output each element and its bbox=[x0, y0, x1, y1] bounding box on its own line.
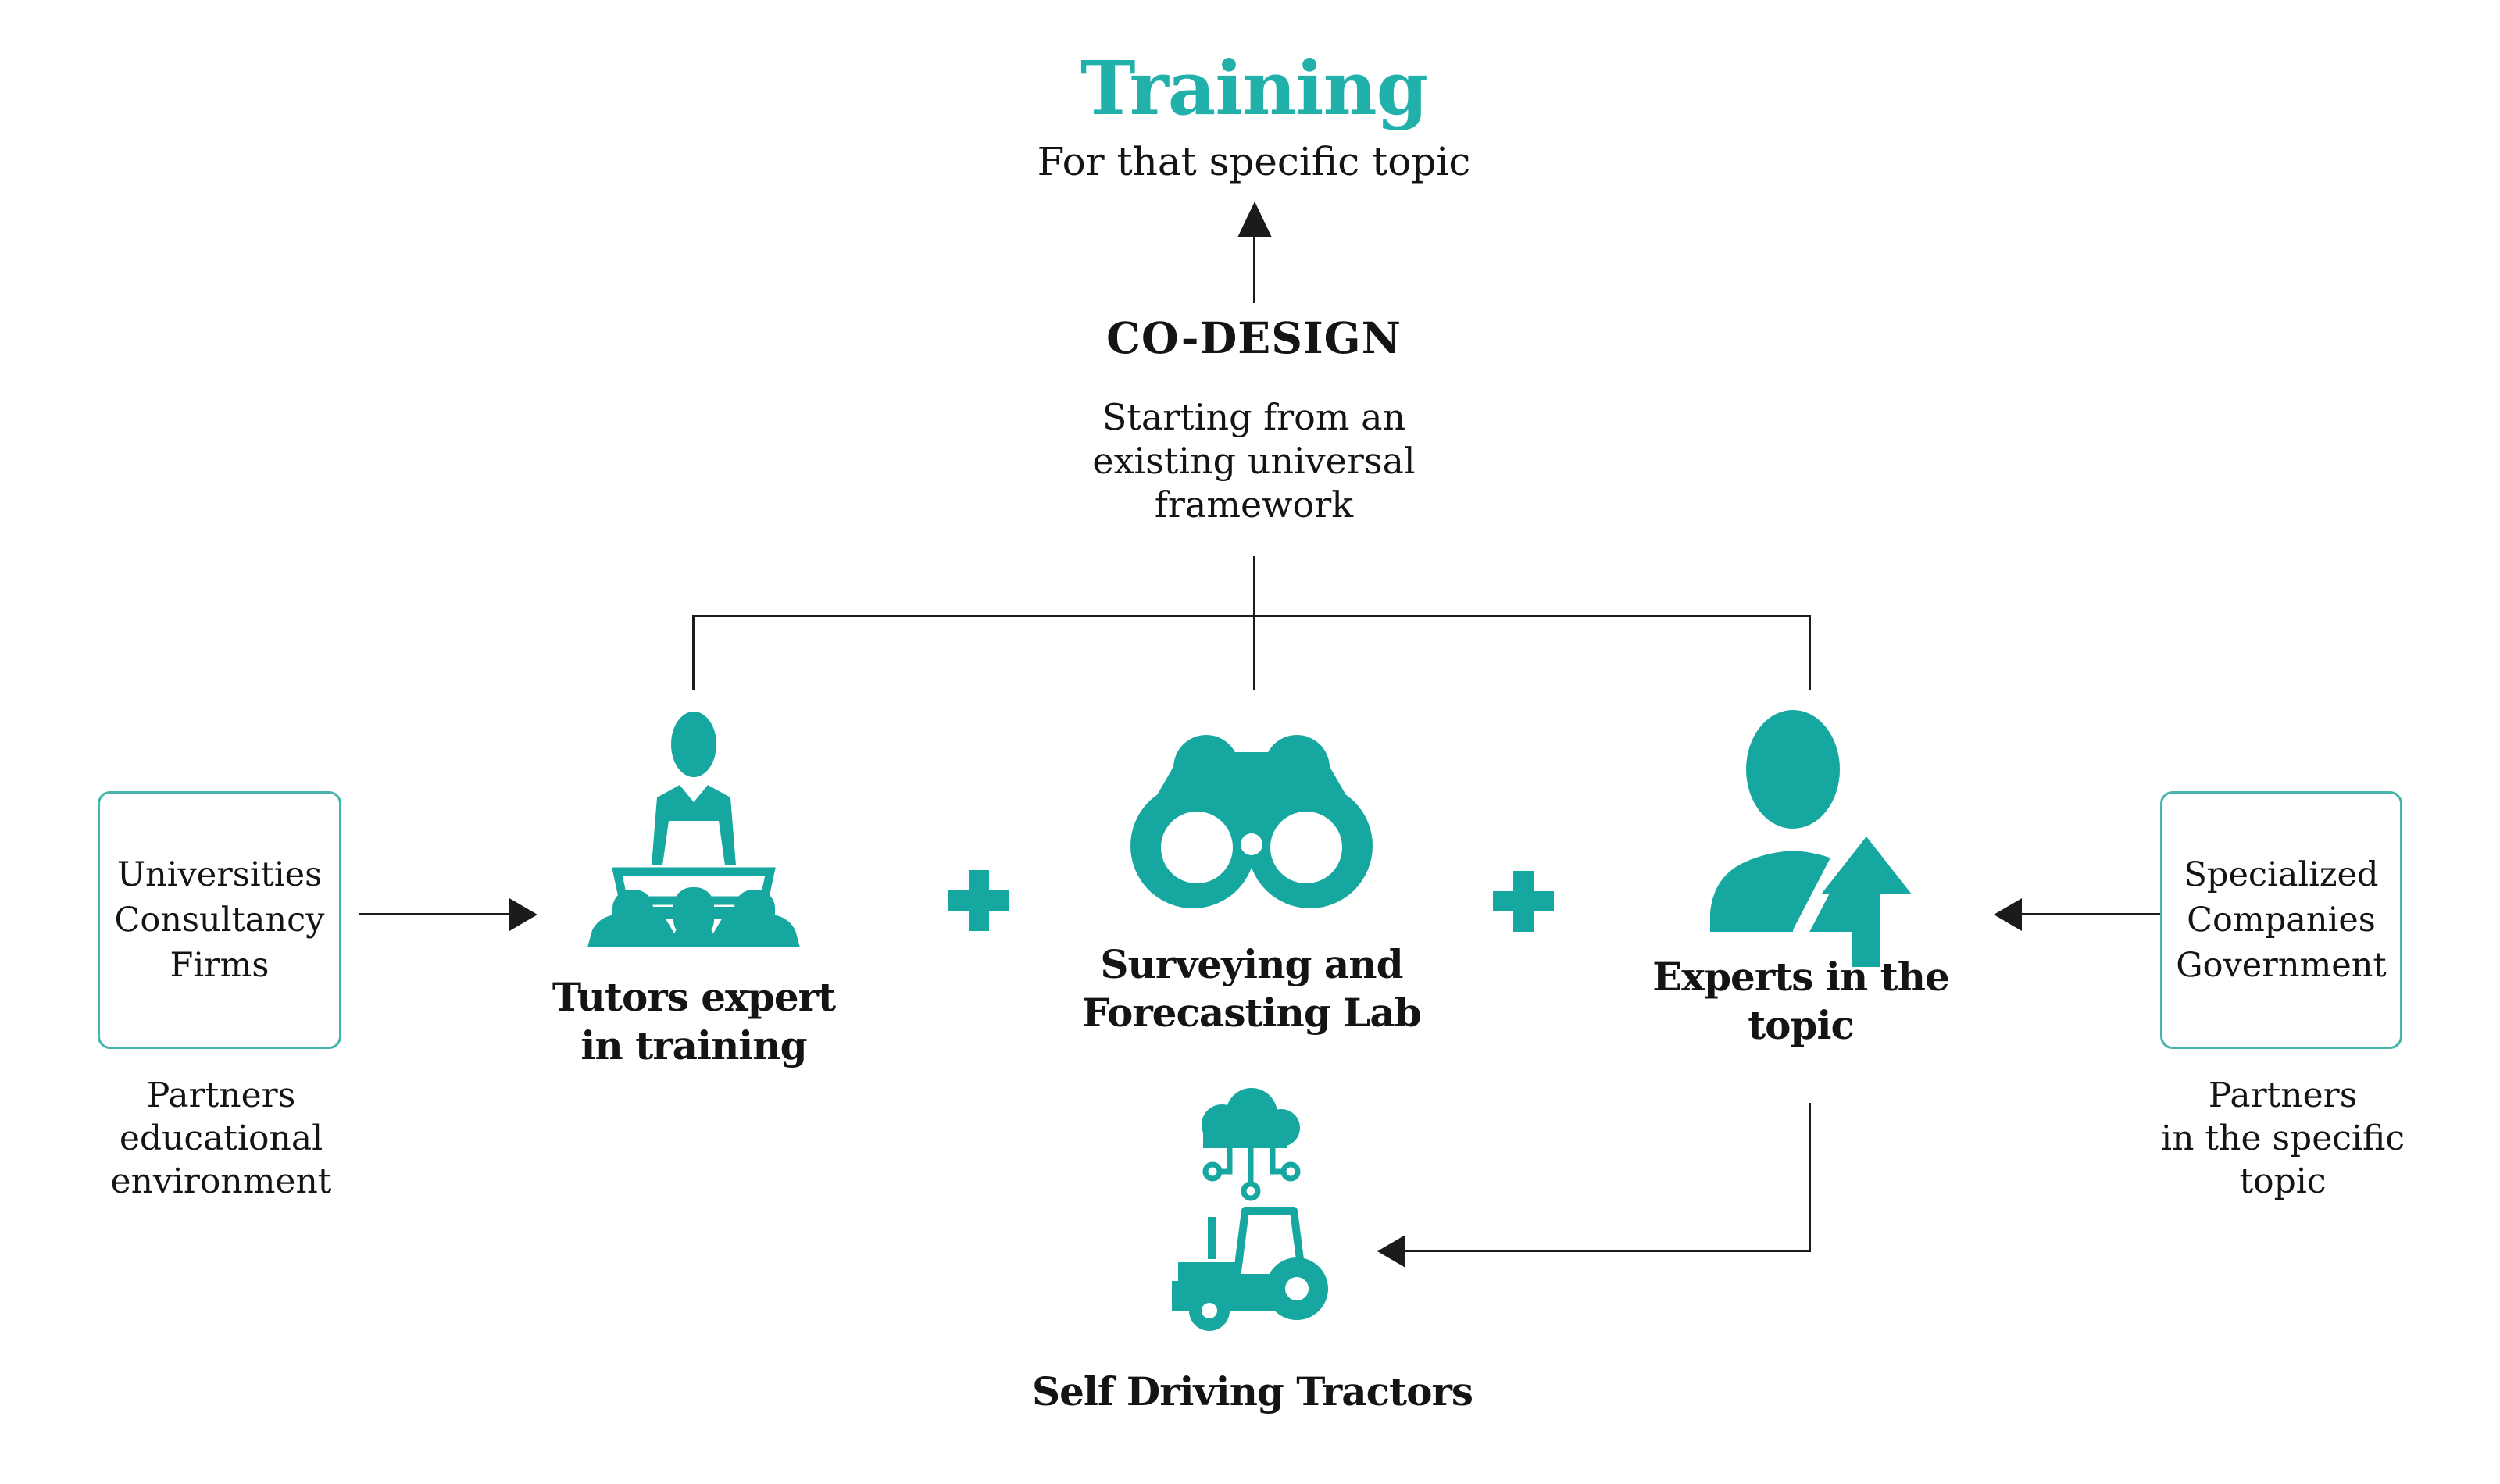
caption-line: educational bbox=[119, 1118, 323, 1158]
arrowhead-right-icon bbox=[509, 898, 538, 931]
codesign-description-line: Starting from an bbox=[1102, 396, 1406, 438]
node-label-lab: Surveying and Forecasting Lab bbox=[1082, 940, 1422, 1037]
connector-leftbox-to-tutors bbox=[359, 913, 509, 915]
partner-caption-educational: Partners educational environment bbox=[111, 1074, 332, 1203]
node-label-tractors: Self Driving Tractors bbox=[1032, 1368, 1473, 1414]
partner-box-line: Universities bbox=[116, 855, 323, 894]
partner-box-specific-topic: Specialized Companies Government bbox=[2160, 791, 2402, 1049]
codesign-description: Starting from an existing universal fram… bbox=[1092, 395, 1415, 526]
connector-drop-right bbox=[1809, 615, 1811, 690]
connector-drop-left bbox=[692, 615, 695, 690]
connector-codesign-to-training bbox=[1253, 237, 1255, 303]
connector-experts-down bbox=[1809, 1103, 1811, 1251]
partner-box-line: Specialized bbox=[2184, 855, 2379, 894]
codesign-description-line: framework bbox=[1154, 483, 1354, 526]
partner-box-line: Firms bbox=[170, 946, 270, 985]
node-label-line: topic bbox=[1748, 1002, 1855, 1048]
codesign-label: CO-DESIGN bbox=[1106, 312, 1402, 363]
connector-stem bbox=[1253, 556, 1255, 617]
node-label-experts: Experts in the topic bbox=[1652, 953, 1950, 1050]
node-label-tutors: Tutors expert in training bbox=[552, 973, 836, 1070]
presenter-audience-icon bbox=[588, 712, 800, 947]
node-label-line: in training bbox=[580, 1022, 807, 1068]
partner-box-line: Companies bbox=[2187, 901, 2376, 940]
arrowhead-up-icon bbox=[1238, 202, 1272, 237]
connector-branch-horizontal bbox=[692, 615, 1811, 617]
node-label-line: Experts in the bbox=[1652, 954, 1950, 1000]
partner-caption-specific-topic: Partners in the specific topic bbox=[2161, 1074, 2405, 1203]
partner-box-educational: Universities Consultancy Firms bbox=[98, 791, 341, 1049]
caption-line: Partners bbox=[146, 1076, 296, 1115]
page-subtitle: For that specific topic bbox=[1037, 139, 1471, 184]
caption-line: in the specific bbox=[2161, 1118, 2405, 1158]
partner-box-line: Consultancy bbox=[114, 901, 325, 940]
binoculars-icon bbox=[1130, 735, 1373, 908]
arrowhead-left-icon bbox=[1994, 898, 2022, 931]
arrowhead-left-icon bbox=[1377, 1235, 1405, 1268]
plus-icon bbox=[948, 870, 1009, 931]
partner-box-line: Government bbox=[2176, 946, 2387, 985]
iot-tractor-icon bbox=[1172, 1088, 1328, 1331]
page-title: Training bbox=[1080, 45, 1428, 132]
caption-line: Partners bbox=[2208, 1076, 2358, 1115]
connector-drop-center bbox=[1253, 615, 1255, 690]
plus-icon bbox=[1493, 871, 1554, 932]
node-label-line: Tutors expert bbox=[552, 974, 836, 1020]
person-up-arrow-icon bbox=[1710, 710, 1912, 967]
codesign-description-line: existing universal bbox=[1092, 440, 1416, 482]
node-label-line: Surveying and bbox=[1100, 941, 1403, 987]
caption-line: environment bbox=[110, 1161, 332, 1201]
caption-line: topic bbox=[2239, 1161, 2327, 1201]
node-label-line: Forecasting Lab bbox=[1082, 990, 1422, 1036]
connector-rightbox-to-experts bbox=[2022, 913, 2160, 915]
connector-experts-to-tractor bbox=[1405, 1250, 1811, 1252]
